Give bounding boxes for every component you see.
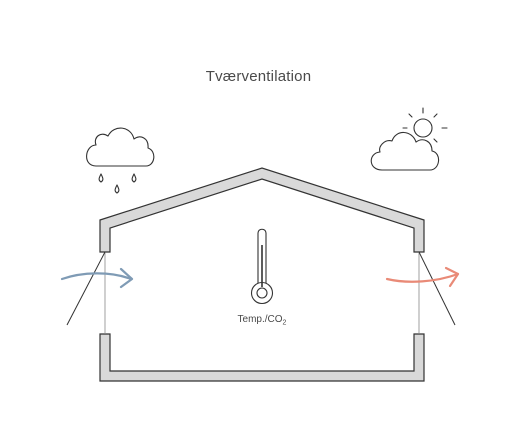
- airflow-out-arrow: [385, 266, 460, 288]
- roof-and-upper-walls: [99, 167, 425, 253]
- right-open-window: [418, 251, 456, 326]
- thermometer-icon: [250, 228, 274, 305]
- left-open-window: [66, 251, 106, 326]
- window-lines: [66, 251, 456, 334]
- sensor-label: Temp./CO2: [238, 314, 287, 327]
- sensor-label-subscript: 2: [283, 320, 287, 327]
- floor-and-lower-walls: [99, 333, 425, 382]
- rain-cloud-icon: [86, 127, 155, 194]
- sun-cloud-icon: [370, 107, 448, 171]
- house-structure: [99, 167, 425, 382]
- diagram-title: Tværventilation: [205, 68, 312, 85]
- sensor-label-text: Temp./CO: [238, 314, 283, 325]
- airflow-in-arrow: [60, 267, 134, 289]
